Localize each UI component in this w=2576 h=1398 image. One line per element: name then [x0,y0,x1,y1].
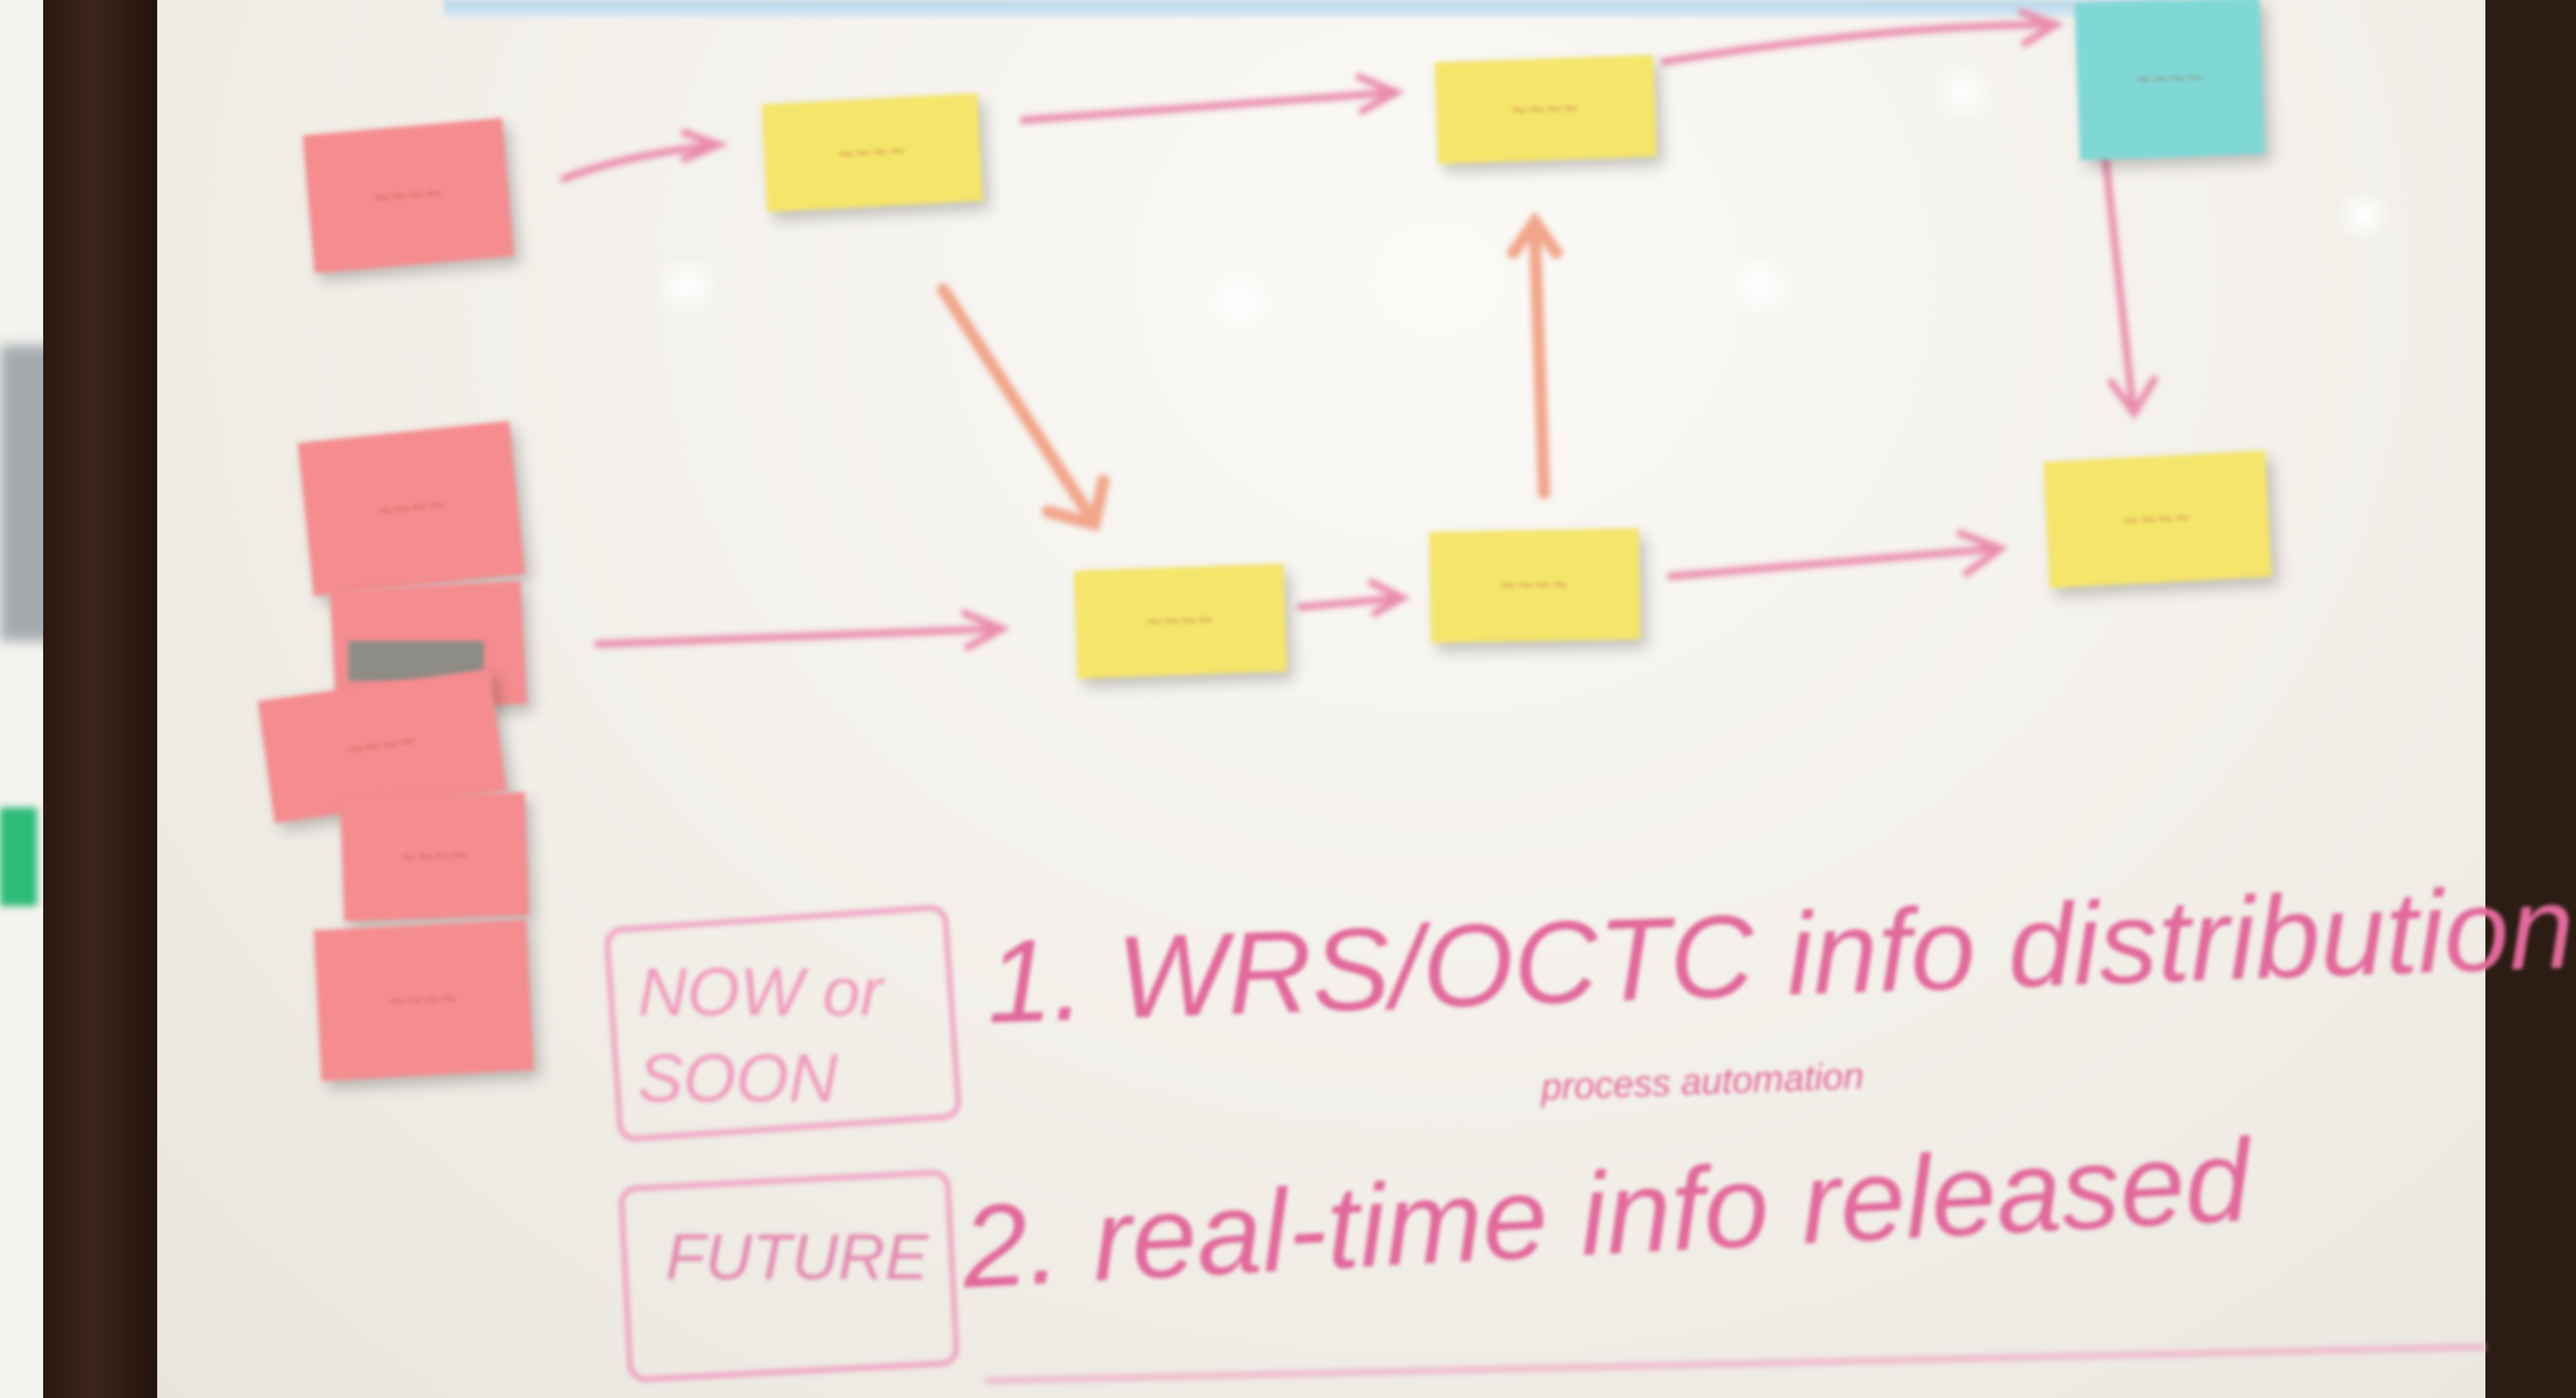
arrowhead [961,610,1010,651]
sticky-note: ~~~~ [340,791,530,922]
sticky-note-scribble: ~~~~ [346,726,419,766]
arrow [2101,150,2136,411]
marker-line [986,1344,2486,1383]
arrowhead [1042,475,1110,532]
light-glare [2330,191,2398,240]
arrow [1661,21,2056,65]
sticky-note: ~~~~ [2074,0,2265,161]
box-label-now: NOW or SOON [638,954,883,1116]
arrowhead [1368,579,1410,617]
arrowhead [681,129,729,163]
sticky-note-scribble: ~~~~ [388,983,459,1017]
light-glare [1929,68,1997,117]
arrow [1529,228,1550,499]
sticky-note: ~~~~ [761,92,983,213]
arrow [594,625,1002,648]
box-label-future: FUTURE [666,1221,928,1293]
top-strip [444,0,2170,17]
sticky-note-scribble: ~~~~ [375,489,448,527]
whiteboard [157,0,2485,1398]
sticky-note-scribble: ~~~~ [399,840,470,873]
sticky-note: ~~~~ [1434,54,1657,165]
sticky-note: ~~~~ [313,919,534,1081]
sticky-note-scribble: ~~~~ [2135,62,2205,95]
sticky-note: ~~~~ [2043,450,2272,589]
sticky-note-scribble: ~~~~ [2122,502,2193,536]
sticky-note-scribble: ~~~~ [1511,92,1580,126]
light-glare [647,259,727,314]
door-frame [43,0,166,1398]
flow-arrows [560,9,2486,1383]
sticky-note-scribble: ~~~~ [837,135,907,170]
arrowhead [1355,73,1405,115]
arrowhead [1957,529,2008,577]
sticky-note: ~~~~ [1429,528,1641,643]
arrow [1020,89,1397,124]
sticky-note: ~~~~ [1074,563,1287,679]
arrow [937,284,1097,524]
arrow [1297,594,1403,611]
light-glare [1196,271,1282,333]
sticky-note: ~~~~ [302,118,515,274]
arrowhead [2108,375,2158,420]
arrowhead [2018,9,2064,47]
sticky-note-scribble: ~~~~ [1500,570,1569,601]
sticky-note-scribble: ~~~~ [373,177,444,214]
sticky-note-scribble: ~~~~ [1145,604,1216,637]
arrow [1667,545,2001,580]
arrowhead [1507,211,1563,259]
light-glare [1720,259,1800,314]
sticky-note: ~~~~ [297,420,526,597]
green-item [0,807,37,906]
arrow [560,141,719,182]
